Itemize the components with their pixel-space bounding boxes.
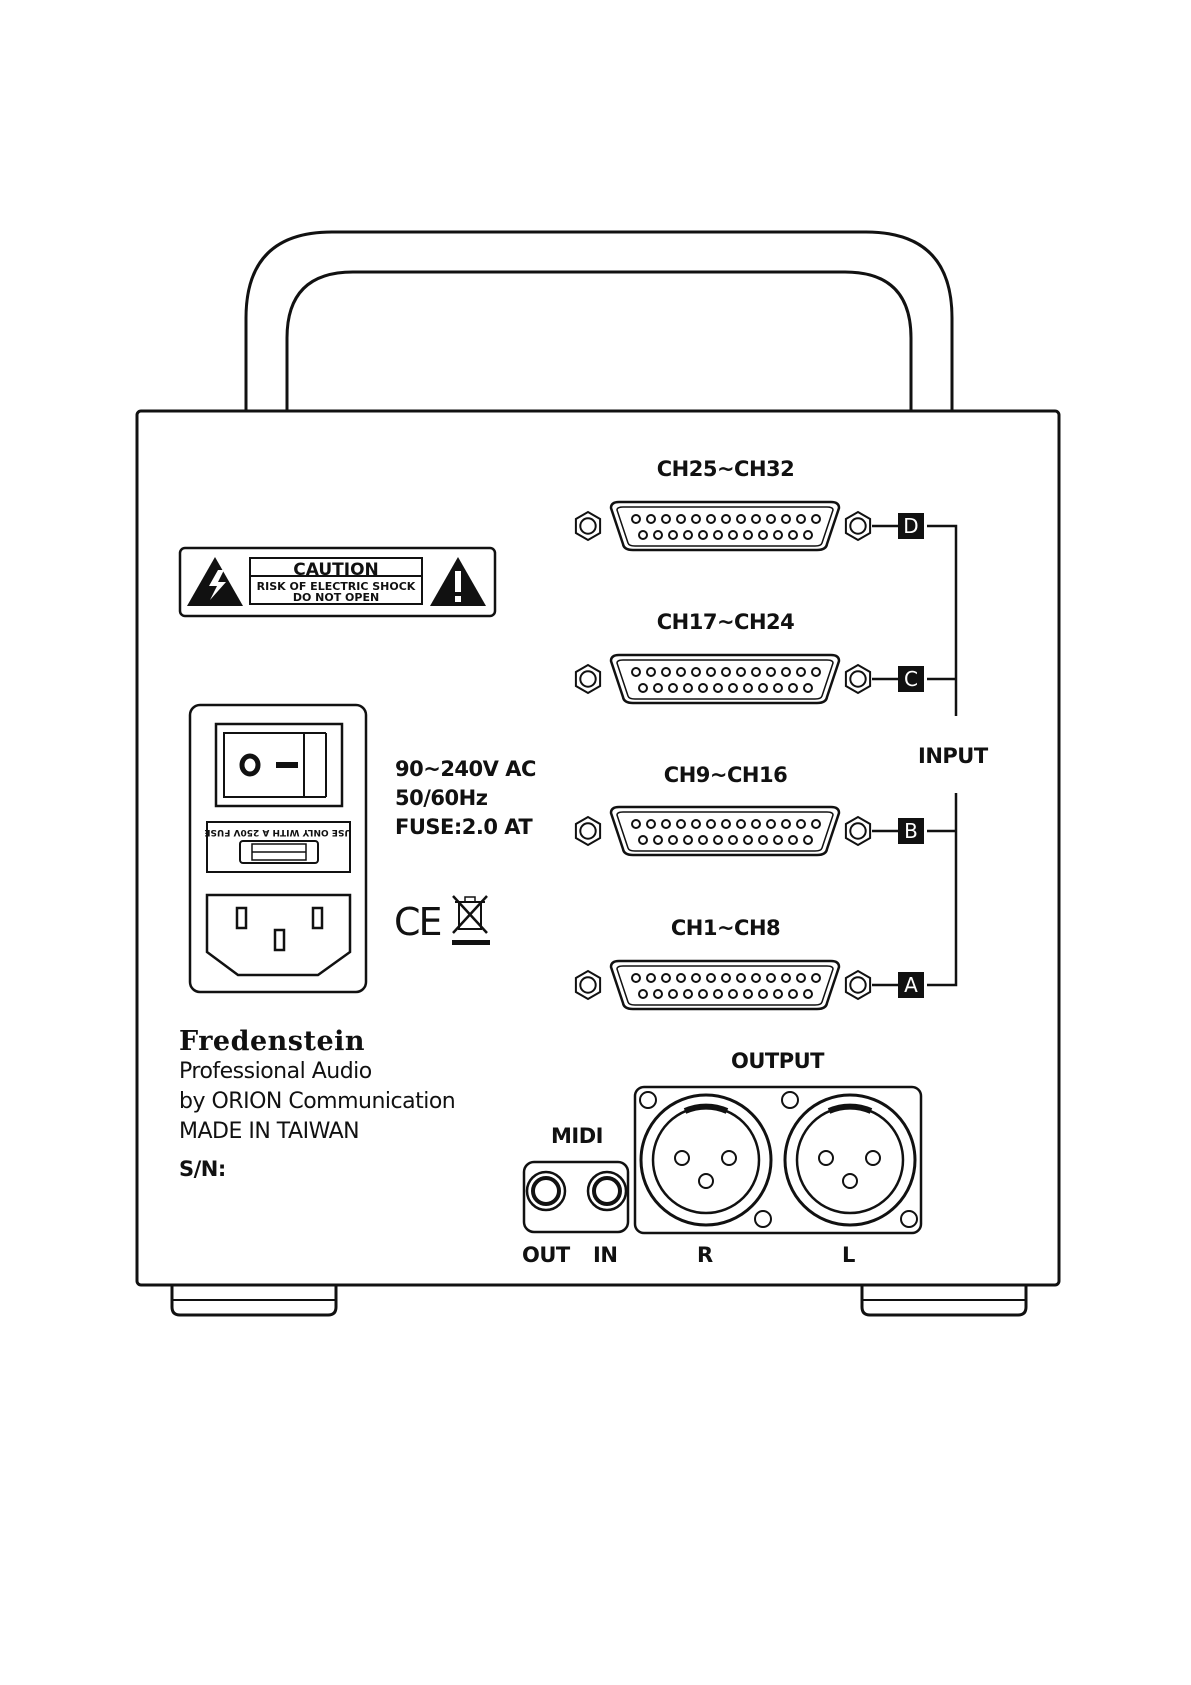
input-group-label: INPUT <box>918 744 988 768</box>
caution-title: CAUTION <box>293 560 379 580</box>
input-d-letter: D <box>898 513 924 539</box>
midi-in-label: IN <box>593 1243 617 1267</box>
input-b-letter: B <box>898 818 924 844</box>
power-on-symbol <box>276 762 298 768</box>
brand-line-3: MADE IN TAIWAN <box>179 1119 359 1144</box>
power-spec-fuse: FUSE:2.0 AT <box>395 813 532 842</box>
fuse-warning-text: USE ONLY WITH A 250V FUSE <box>204 827 351 837</box>
input-b-channels: CH9~CH16 <box>618 763 833 787</box>
input-a-channels: CH1~CH8 <box>618 916 833 940</box>
input-c-letter: C <box>898 666 924 692</box>
carry-handle <box>246 232 952 411</box>
power-spec-voltage: 90~240V AC <box>395 755 536 784</box>
brand-line-1: Professional Audio <box>179 1059 372 1084</box>
output-left-label: L <box>842 1243 855 1267</box>
caution-line-2: DO NOT OPEN <box>293 591 379 604</box>
ce-mark: CE <box>394 900 441 944</box>
output-right-label: R <box>697 1243 713 1267</box>
brand-name: Fredenstein <box>179 1026 365 1057</box>
midi-out-label: OUT <box>522 1243 570 1267</box>
input-d-channels: CH25~CH32 <box>618 457 833 481</box>
serial-number-label: S/N: <box>179 1157 226 1181</box>
midi-label: MIDI <box>551 1124 603 1148</box>
carry-handle-inner <box>287 272 911 411</box>
brand-line-2: by ORION Communication <box>179 1089 455 1114</box>
input-a-letter: A <box>898 972 924 998</box>
output-label: OUTPUT <box>731 1049 824 1073</box>
power-spec-frequency: 50/60Hz <box>395 784 487 813</box>
input-c-channels: CH17~CH24 <box>618 610 833 634</box>
